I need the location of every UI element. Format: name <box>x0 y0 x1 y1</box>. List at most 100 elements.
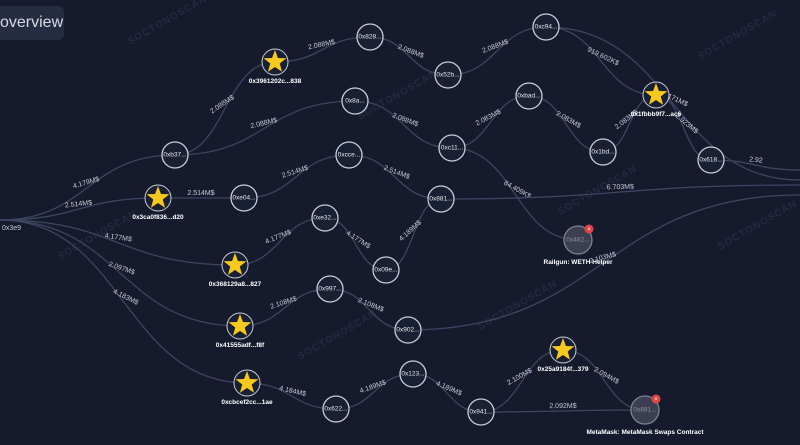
node-address-label: 0xbad... <box>517 93 540 100</box>
node-entity-caption: Railgun: WETH Helper <box>544 259 613 266</box>
star-icon <box>235 371 259 393</box>
node-circle <box>589 138 617 166</box>
edge-line[interactable] <box>354 100 453 149</box>
close-icon: × <box>587 227 591 233</box>
node-address-label: 0x622... <box>324 406 347 413</box>
overview-button[interactable]: overview <box>0 6 64 40</box>
address-node[interactable]: 0x123... <box>399 360 427 388</box>
node-circle <box>697 146 725 174</box>
node-address-label: 0x3ca0f836...d20 <box>132 214 184 221</box>
address-node[interactable]: 0x8a... <box>341 87 369 115</box>
node-circle <box>438 134 466 162</box>
node-circle <box>322 395 350 423</box>
edge-amount-label: 2.514M$ <box>65 200 93 210</box>
address-node[interactable]: 0x941... <box>467 398 495 426</box>
wallet-node-star[interactable]: 0x1fbbb9f7...ac6 <box>631 81 682 118</box>
node-address-label: 0x1bd... <box>591 149 614 156</box>
edge-line[interactable] <box>451 95 530 149</box>
source-address-label[interactable]: 0x3e9 <box>2 225 21 232</box>
wallet-node-star[interactable]: 0x3ca0f836...d20 <box>132 184 184 221</box>
edge-amount-label: 4.189M$ <box>398 219 423 242</box>
edge-line[interactable] <box>447 26 547 76</box>
edge-line[interactable] <box>545 26 800 181</box>
labeled-contract-node[interactable]: 0x482... × Railgun: WETH Helper <box>544 224 613 267</box>
node-circle <box>532 13 560 41</box>
node-entity-caption: MetaMask: MetaMask Swaps Contract <box>586 429 704 436</box>
edge-line[interactable] <box>407 194 800 331</box>
node-address-label: 0x09e... <box>374 267 397 274</box>
edge-line[interactable] <box>480 409 646 413</box>
edge-line[interactable] <box>0 219 236 266</box>
warning-icon <box>651 394 661 404</box>
node-circle <box>230 184 258 212</box>
address-node[interactable]: 0xe04... <box>230 184 258 212</box>
node-address-label: 0xcbcef2cc...1ae <box>221 399 273 406</box>
edge-line[interactable] <box>348 154 442 200</box>
edge-amount-label: 6.703M$ <box>607 184 635 192</box>
node-address-label: 0x997... <box>318 286 341 293</box>
edge-amount-label: 4.177M$ <box>104 233 132 244</box>
address-node[interactable]: 0xc11... <box>438 134 466 162</box>
edge-line[interactable] <box>234 217 326 266</box>
star-icon <box>228 314 252 336</box>
edge-line[interactable] <box>440 184 800 200</box>
address-node[interactable]: 0x902... <box>394 316 422 344</box>
node-circle <box>311 204 339 232</box>
edge-line[interactable] <box>0 219 241 327</box>
node-address-label: 0xcce... <box>338 152 361 159</box>
edge-line[interactable] <box>0 219 248 384</box>
address-node[interactable]: 0x622... <box>322 395 350 423</box>
node-circle <box>394 316 422 344</box>
wallet-node-star[interactable]: 0x368129a8...827 <box>209 251 262 288</box>
node-address-label: 0xc94... <box>535 24 558 31</box>
node-circle <box>335 141 363 169</box>
node-circle <box>630 395 660 425</box>
address-node[interactable]: 0x09e... <box>372 256 400 284</box>
warning-icon <box>584 224 594 234</box>
node-address-label: 0x368129a8...827 <box>209 281 262 288</box>
edge-line[interactable] <box>451 147 579 241</box>
edge-line[interactable] <box>0 154 176 221</box>
edge-line[interactable] <box>562 349 646 411</box>
edge-line[interactable] <box>174 100 356 156</box>
address-node[interactable]: 0xb37... <box>161 141 189 169</box>
edge-line[interactable] <box>545 26 657 96</box>
star-icon <box>551 338 575 360</box>
edge-line[interactable] <box>0 197 159 221</box>
wallet-node-star[interactable]: 0xcbcef2cc...1ae <box>221 369 273 406</box>
address-node[interactable]: 0x1bd... <box>589 138 617 166</box>
node-address-label: 0x828... <box>358 34 381 41</box>
address-node[interactable]: 0x618... <box>697 146 725 174</box>
wallet-node-star[interactable]: 0x41555adf...f8f <box>216 312 265 349</box>
address-node[interactable]: 0xcce... <box>335 141 363 169</box>
node-address-label: 0x482... <box>566 237 589 244</box>
node-circle <box>161 141 189 169</box>
node-address-label: 0x881... <box>633 407 656 414</box>
wallet-node-star[interactable]: 0x3961202c...838 <box>249 48 302 85</box>
edge-line[interactable] <box>243 154 350 199</box>
edge-line[interactable] <box>239 288 331 327</box>
address-node[interactable]: 0xc94... <box>532 13 560 41</box>
node-address-label: 0x123... <box>401 371 424 378</box>
edge-line[interactable] <box>528 95 604 153</box>
edge-amount-label: 2.514M$ <box>187 190 214 197</box>
node-address-label: 0x941... <box>469 409 492 416</box>
address-node[interactable]: 0xe32... <box>311 204 339 232</box>
watermark-text: SOCTONOSCAN <box>126 0 209 48</box>
node-address-label: 0x25a9184f...379 <box>538 366 589 373</box>
node-circle <box>316 275 344 303</box>
close-icon: × <box>654 397 658 403</box>
address-node[interactable]: 0x881... <box>427 185 455 213</box>
node-circle <box>515 82 543 110</box>
address-node[interactable]: 0xbad... <box>515 82 543 110</box>
address-node[interactable]: 0x828... <box>356 23 384 51</box>
wallet-node-star[interactable]: 0x25a9184f...379 <box>538 336 589 373</box>
address-node[interactable]: 0x52b... <box>434 61 462 89</box>
star-icon <box>223 253 247 275</box>
edge-line[interactable] <box>174 61 276 156</box>
labeled-contract-node[interactable]: 0x881... × MetaMask: MetaMask Swaps Contra… <box>586 394 704 437</box>
node-address-label: 0x8a... <box>345 98 365 105</box>
watermark-text: SOCTONOSCAN <box>296 308 379 362</box>
address-node[interactable]: 0x997... <box>316 275 344 303</box>
edge-amount-label: 2.92 <box>749 156 763 164</box>
